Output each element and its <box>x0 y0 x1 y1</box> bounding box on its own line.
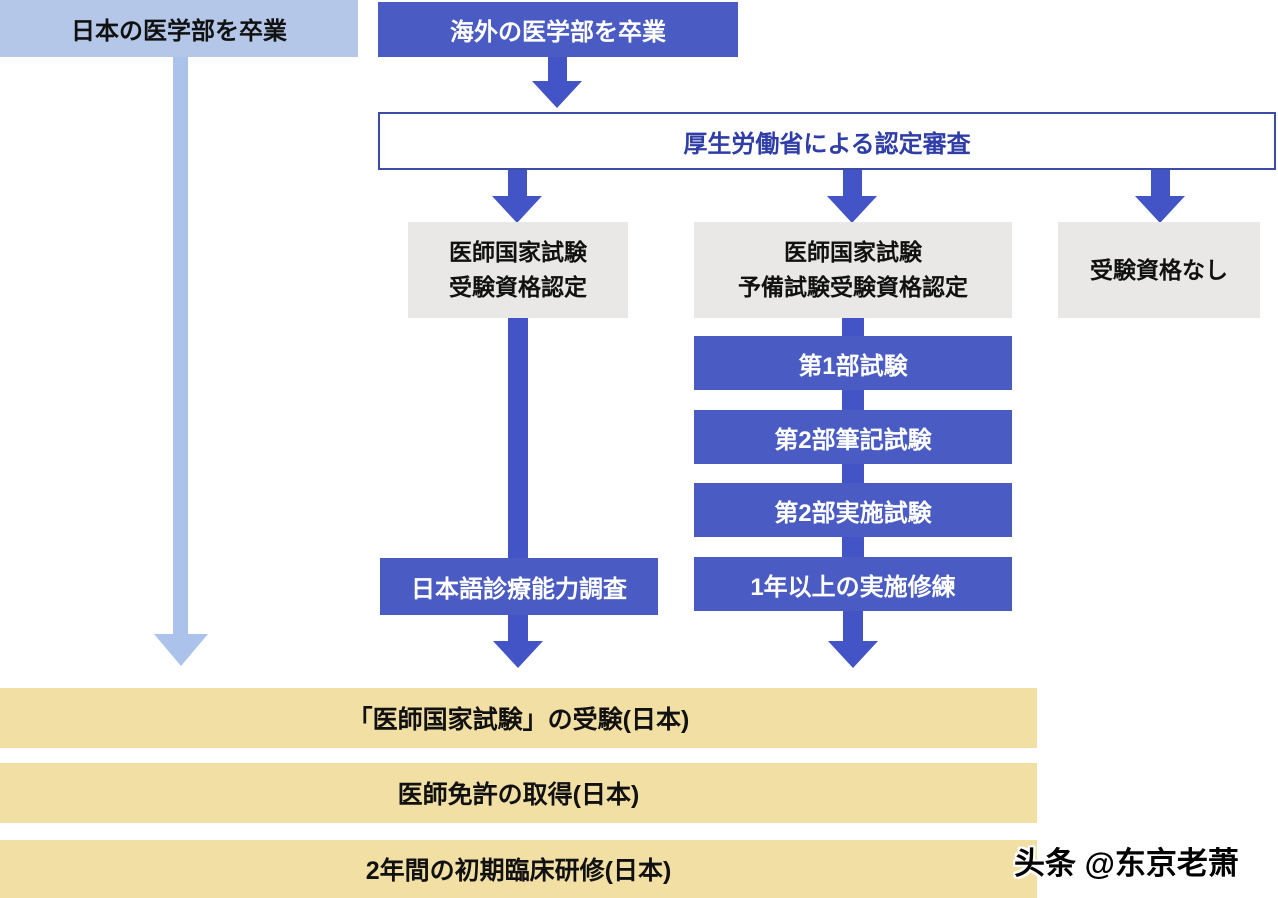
flow-line-review-to-prelim <box>843 170 862 196</box>
flow-line-eligibility-to-language-survey <box>508 318 528 558</box>
node-prelim-eligibility-line1: 医師国家試験 <box>784 239 922 265</box>
flow-line-review-to-eligibility <box>508 170 527 196</box>
node-initial-clinical-training: 2年間の初期臨床研修(日本) <box>0 840 1037 898</box>
flow-line-language-survey-to-exam <box>508 615 528 641</box>
flow-line-overseas-to-review <box>548 57 567 81</box>
toutiao-watermark: 头条 @东京老萧 <box>1014 846 1239 881</box>
node-japanese-clinical-ability-survey: 日本語診療能力調査 <box>380 558 658 615</box>
arrow-down-icon-training-to-exam <box>828 641 878 668</box>
node-part2-practical-exam: 第2部実施試験 <box>694 483 1012 537</box>
node-exam-eligibility-line2: 受験資格認定 <box>449 274 587 300</box>
node-medical-license: 医師免許の取得(日本) <box>0 763 1037 823</box>
arrow-down-icon-overseas-to-review <box>532 81 582 108</box>
node-japan-medical-graduation: 日本の医学部を卒業 <box>0 0 358 57</box>
connector-prelim-step-3 <box>842 537 864 557</box>
node-exam-eligibility-line1: 医師国家試験 <box>449 239 587 265</box>
node-part1-exam: 第1部試験 <box>694 336 1012 390</box>
connector-prelim-step-0 <box>842 318 864 336</box>
node-exam-eligibility-certified: 医師国家試験 受験資格認定 <box>408 222 628 318</box>
node-one-year-training: 1年以上の実施修練 <box>694 557 1012 611</box>
arrow-down-icon-japan-path <box>154 634 208 666</box>
connector-prelim-step-2 <box>842 464 864 483</box>
node-mhlw-certification-review: 厚生労働省による認定審査 <box>378 112 1276 170</box>
flow-line-review-to-not-eligible <box>1151 170 1170 196</box>
node-part2-written-exam: 第2部筆記試験 <box>694 410 1012 464</box>
node-not-eligible: 受験資格なし <box>1058 222 1260 318</box>
connector-prelim-step-1 <box>842 390 864 410</box>
arrow-down-icon-review-to-not-eligible <box>1135 196 1185 223</box>
node-national-exam: 「医師国家試験」の受験(日本) <box>0 688 1037 748</box>
node-overseas-medical-graduation: 海外の医学部を卒業 <box>378 2 738 57</box>
node-prelim-exam-eligibility-certified: 医師国家試験 予備試験受験資格認定 <box>694 222 1012 318</box>
arrow-down-icon-language-survey-to-exam <box>493 641 543 668</box>
arrow-down-icon-review-to-eligibility <box>492 196 542 223</box>
arrow-down-icon-review-to-prelim <box>827 196 877 223</box>
node-prelim-eligibility-line2: 予備試験受験資格認定 <box>738 274 968 300</box>
flow-line-training-to-exam <box>843 611 863 641</box>
flow-line-japan-path <box>173 57 188 634</box>
